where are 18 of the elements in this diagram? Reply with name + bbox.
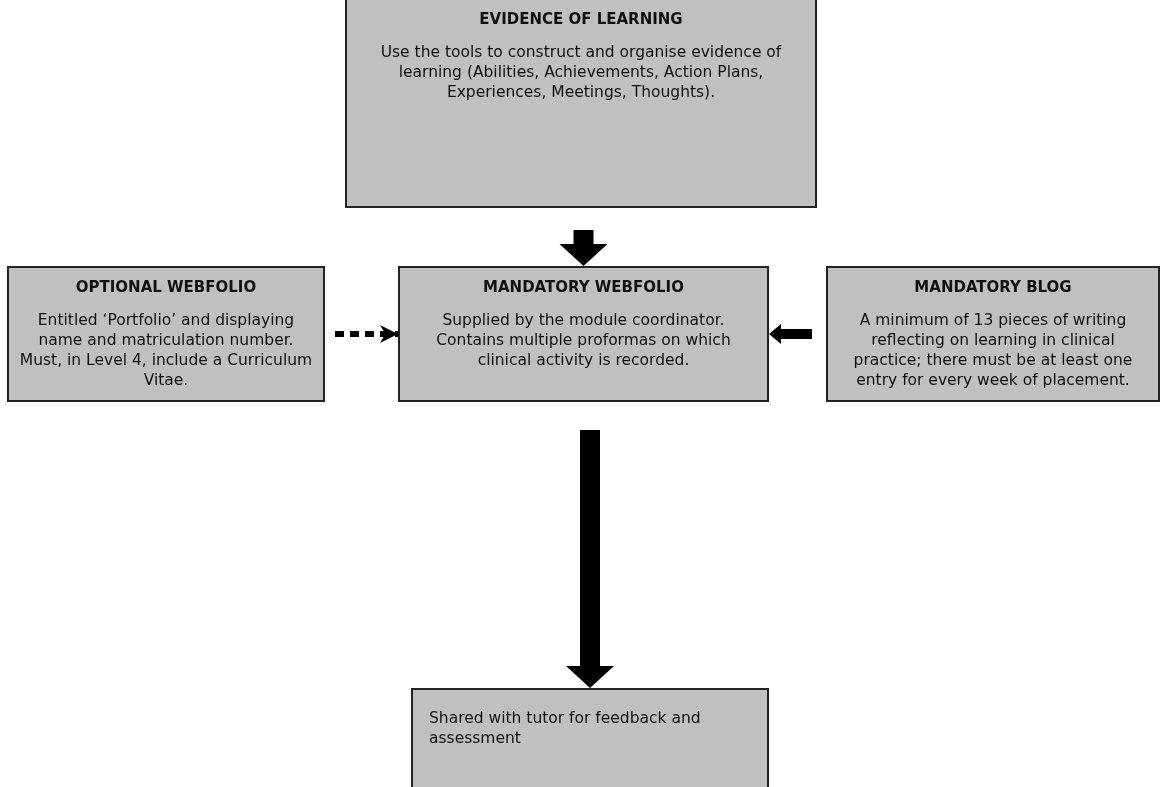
arrow xyxy=(559,230,608,266)
box-heading: EVIDENCE OF LEARNING xyxy=(478,10,684,28)
arrow xyxy=(335,325,398,343)
arrow xyxy=(769,324,812,344)
box-text: Supplied by the module coordinator. Contains multiple proformas on which clinical activity is recorded. xyxy=(435,310,732,371)
box-text: Shared with tutor for feedback and assessment xyxy=(428,708,702,749)
process-box xyxy=(7,266,325,402)
process-box xyxy=(345,0,817,208)
box-text: Use the tools to construct and organise evidence of learning (Abilities, Achievements, Action Plans, Experiences, Meetings, Thoughts). xyxy=(379,42,783,103)
box-heading: OPTIONAL WEBFOLIO xyxy=(74,278,258,296)
process-box xyxy=(826,266,1160,402)
box-text: Entitled ‘Portfolio’ and displaying name and matriculation number. Must, in Level 4, include a Curriculum Vitae. xyxy=(18,310,314,391)
box-text: A minimum of 13 pieces of writing reflecting on learning in clinical practice; there must be at least one entry for every week of placement. xyxy=(852,310,1134,391)
box-heading: MANDATORY BLOG xyxy=(913,278,1073,296)
process-box xyxy=(398,266,769,402)
arrow xyxy=(566,430,614,688)
process-box xyxy=(411,688,769,787)
box-heading: MANDATORY WEBFOLIO xyxy=(482,278,685,296)
